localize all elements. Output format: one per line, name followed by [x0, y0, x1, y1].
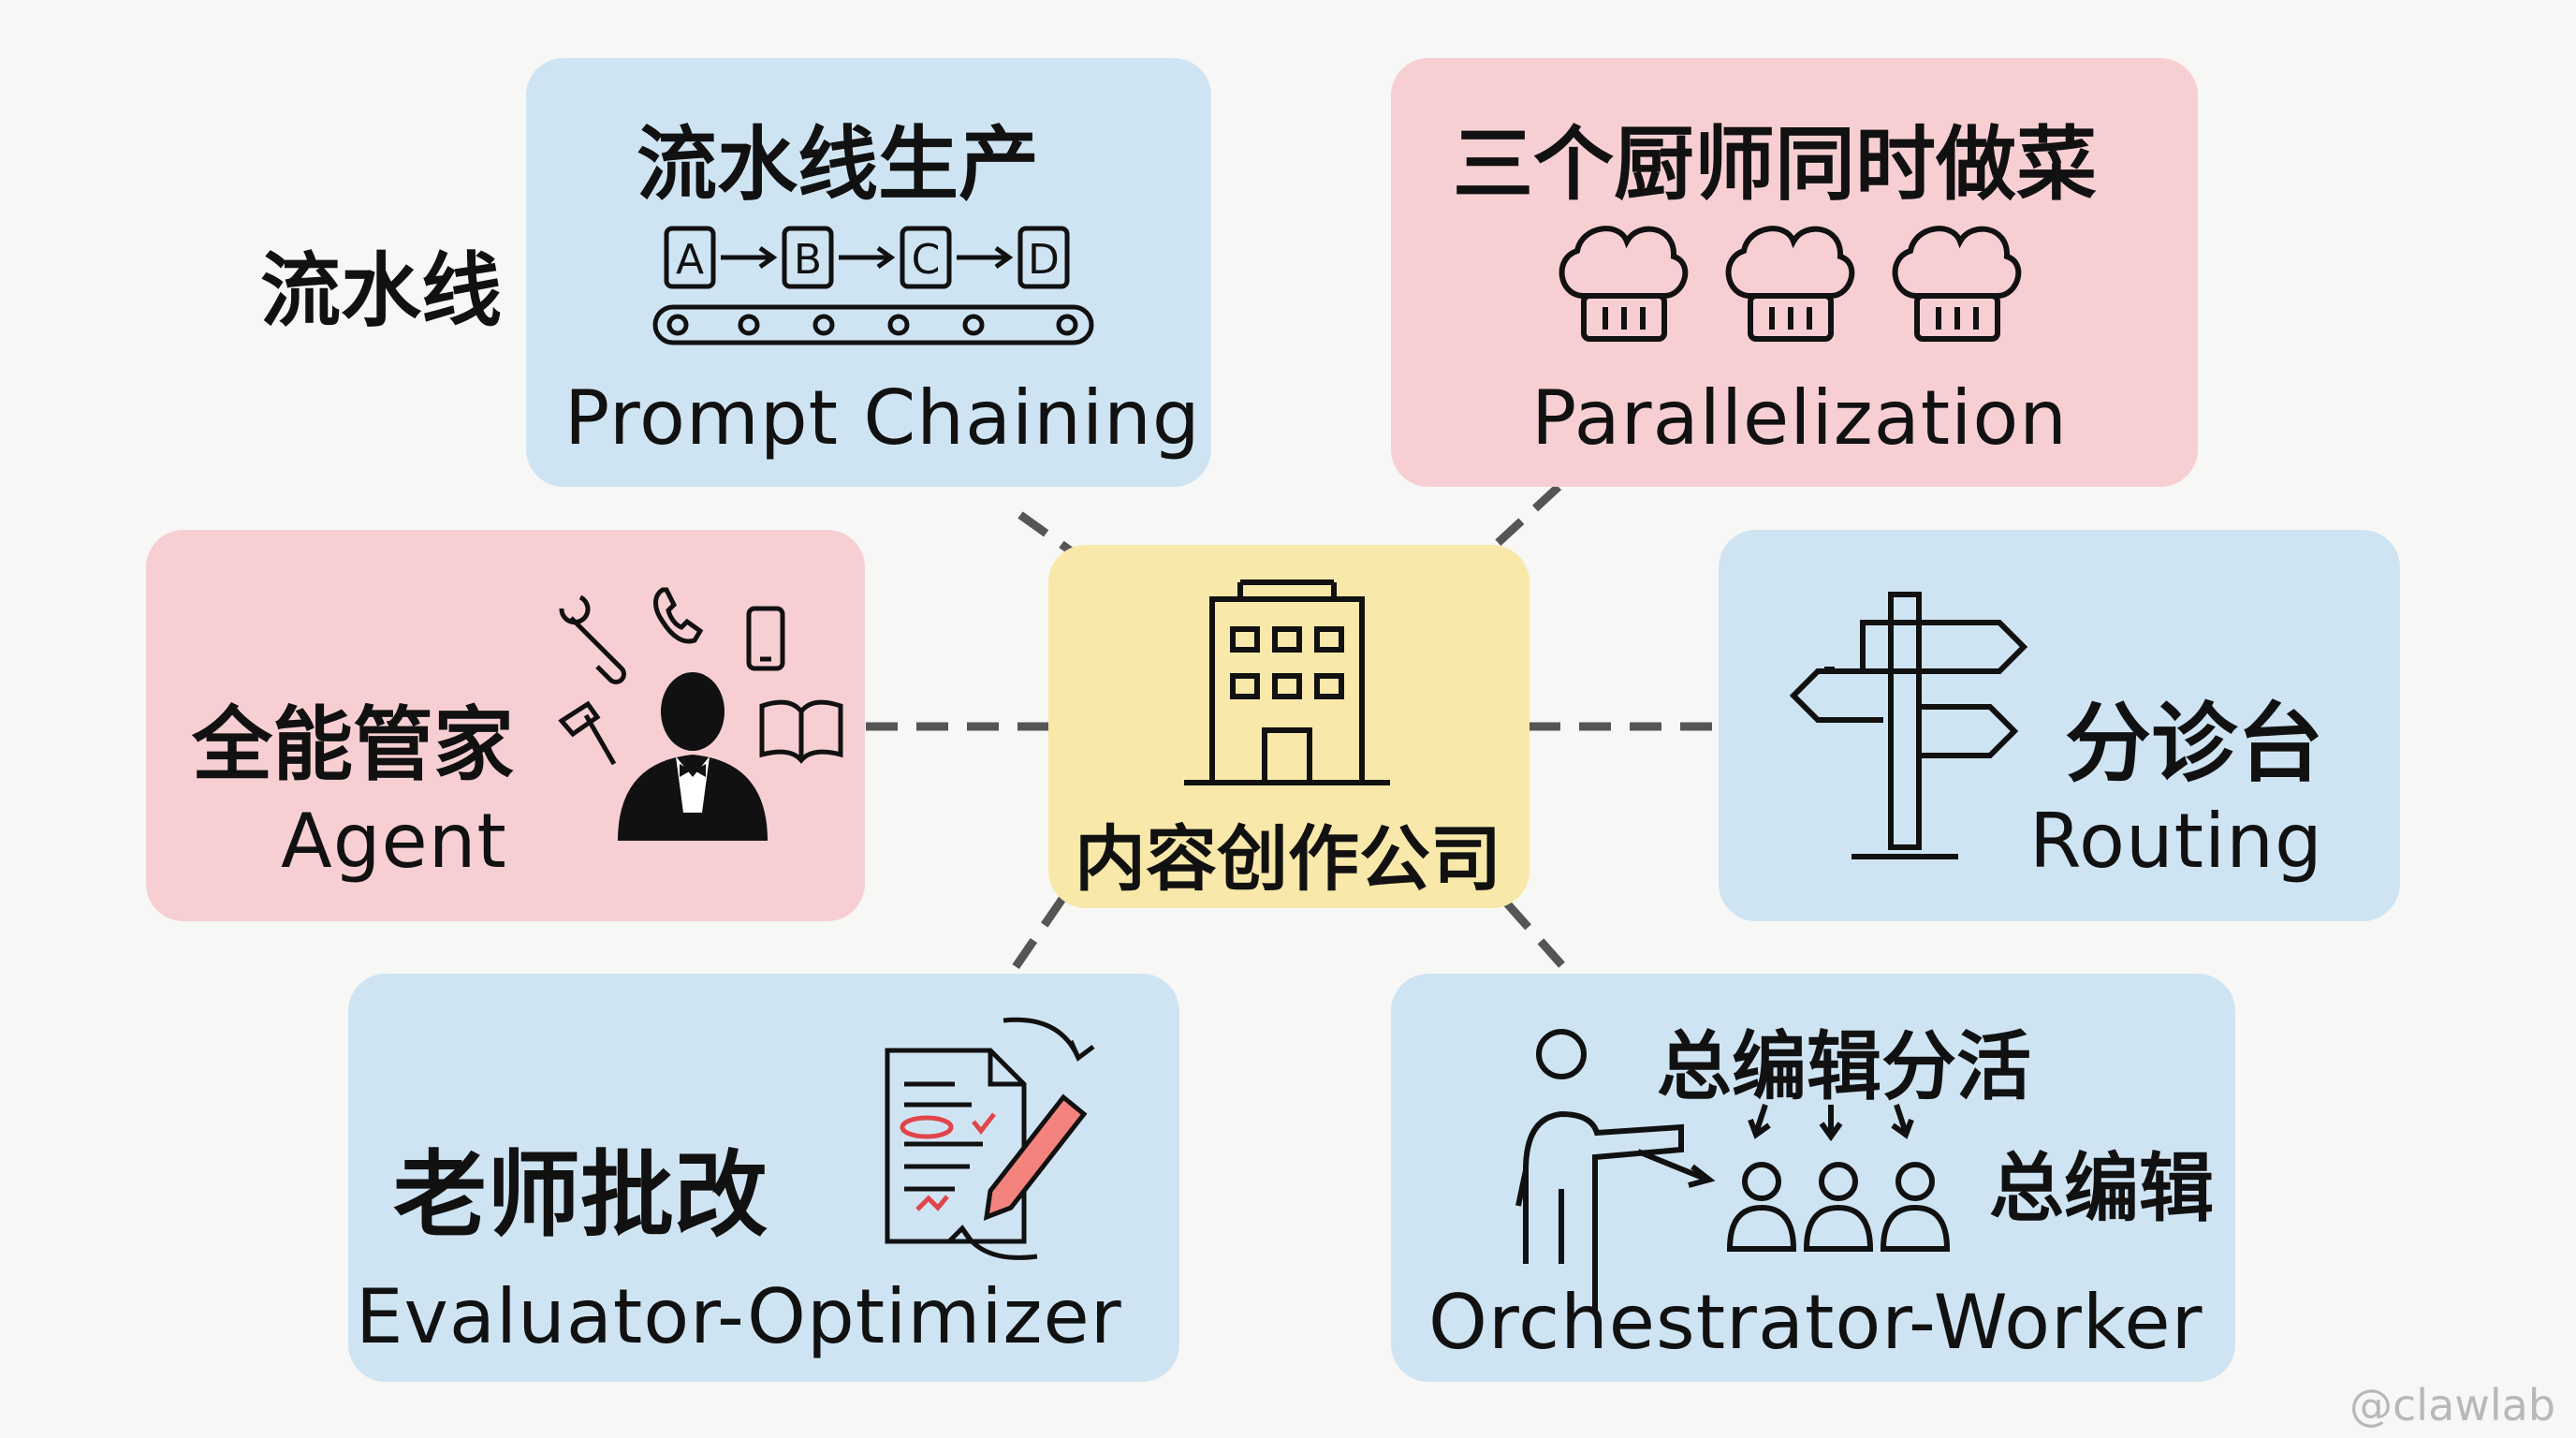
mobile-icon	[749, 609, 783, 668]
watermark: @clawlab	[2349, 1380, 2556, 1431]
worker-person-icon	[1730, 1165, 1793, 1249]
butler-icon	[552, 580, 833, 841]
parallelization-subtitle: Parallelization	[1531, 374, 2068, 462]
chef-hat-icon	[1729, 228, 1852, 339]
node-routing	[1719, 530, 2400, 921]
node-orchestrator-worker	[1391, 974, 2235, 1382]
worker-person-icon	[1807, 1165, 1870, 1249]
node-parallelization	[1391, 58, 2198, 487]
parallelization-title: 三个厨师同时做菜	[1453, 118, 2097, 212]
chef-hats-icon	[1554, 221, 2041, 352]
routing-title: 分诊台	[2065, 694, 2324, 794]
step-d: D	[1028, 236, 1060, 284]
node-prompt-chaining	[526, 58, 1211, 487]
office-building-icon	[1184, 573, 1390, 788]
agent-title: 全能管家	[192, 698, 514, 792]
chef-hat-icon	[1895, 228, 2019, 339]
routing-subtitle: Routing	[2029, 798, 2323, 885]
team-icon	[1488, 1030, 1956, 1273]
document-pen-icon	[880, 1011, 1105, 1273]
prompt-chaining-title: 流水线生产	[637, 118, 1039, 212]
hammer-icon	[562, 704, 614, 764]
book-icon	[762, 702, 841, 760]
step-b: B	[794, 236, 822, 284]
connector-evaluator	[1007, 896, 1066, 976]
orchestrator-title: 总编辑分活	[1657, 1023, 2031, 1110]
evaluator-subtitle: Evaluator-Optimizer	[356, 1273, 1122, 1360]
node-agent	[146, 530, 865, 921]
side-label: 流水线	[260, 244, 502, 338]
agent-subtitle: Agent	[281, 798, 507, 885]
step-a: A	[676, 236, 704, 284]
worker-person-icon	[1883, 1165, 1947, 1249]
node-evaluator-optimizer	[348, 974, 1179, 1382]
editor-person-icon	[1518, 1032, 1681, 1311]
chef-hat-icon	[1562, 228, 1686, 339]
center-title: 内容创作公司	[1075, 817, 1501, 901]
center-node	[1048, 545, 1530, 908]
evaluator-title: 老师批改	[393, 1140, 768, 1250]
connector-orchestrator	[1503, 901, 1572, 975]
signpost-icon	[1797, 585, 2041, 866]
phone-icon	[656, 590, 701, 641]
wrench-icon	[562, 597, 624, 682]
conveyor-belt-icon: A B C D	[655, 225, 1095, 356]
orchestrator-subtitle: Orchestrator-Worker	[1428, 1279, 2203, 1366]
prompt-chaining-subtitle: Prompt Chaining	[564, 374, 1201, 462]
step-c: C	[912, 236, 941, 284]
connector-parallelization	[1494, 483, 1562, 547]
orchestrator-label: 总编辑	[1989, 1145, 2214, 1232]
